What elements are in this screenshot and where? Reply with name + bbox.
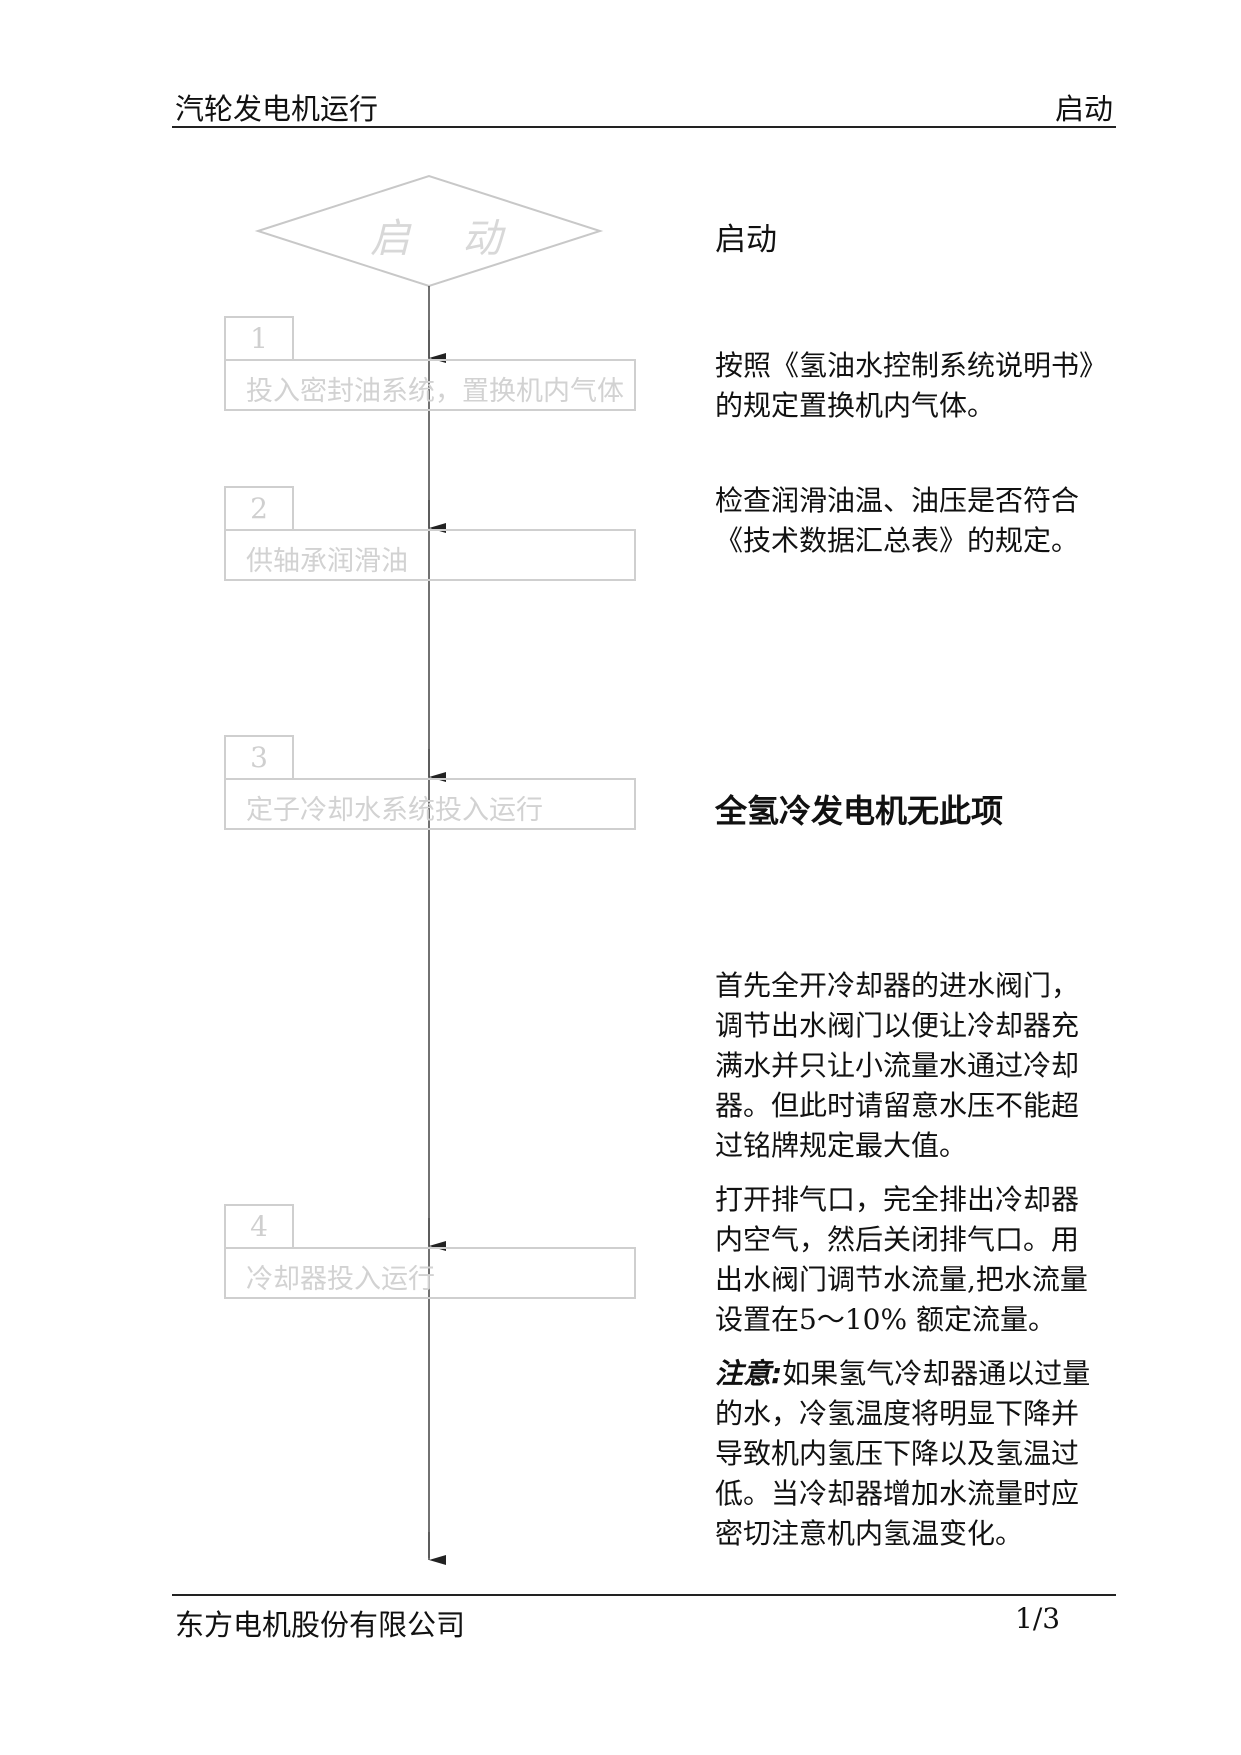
step-2-description: 检查润滑油温、油压是否符合《技术数据汇总表》的规定。 <box>715 484 1080 557</box>
page-number: 1/3 <box>1015 1602 1061 1635</box>
step-2-label: 供轴承润滑油 <box>246 546 408 577</box>
footer-company: 东方电机股份有限公司 <box>175 1608 466 1642</box>
step-4-description-2: 打开排气口，完全排出冷却器内空气，然后关闭排气口。用出水阀门调节水流量,把水流量… <box>715 1183 1088 1336</box>
note-label: 注意: <box>715 1357 783 1390</box>
step-3-label: 定子冷却水系统投入运行 <box>246 795 543 826</box>
header-section: 启动 <box>1055 92 1114 126</box>
step-4-description-1: 首先全开冷却器的进水阀门，调节出水阀门以便让冷却器充满水并只让小流量水通过冷却器… <box>715 969 1080 1162</box>
step-3-box <box>224 778 636 830</box>
note-body: 如果氢气冷却器通以过量的水，冷氢温度将明显下降并导致机内氢压下降以及氢温过低。当… <box>715 1357 1091 1550</box>
step-3-number: 3 <box>250 741 268 774</box>
step-1-number: 1 <box>250 322 268 355</box>
start-label: 启动 <box>370 216 554 262</box>
step-4-box <box>224 1247 636 1299</box>
step-1-description: 按照《氢油水控制系统说明书》的规定置换机内气体。 <box>715 349 1094 422</box>
step-4-number: 4 <box>250 1210 268 1243</box>
description-title: 启动 <box>715 222 777 258</box>
step-2-number: 2 <box>250 492 268 525</box>
step-1-label: 投入密封油系统，置换机内气体 <box>246 376 624 407</box>
footer-rule <box>172 1594 1116 1596</box>
header-rule <box>172 126 1116 128</box>
start-diamond <box>254 174 604 288</box>
step-2-box <box>224 529 636 581</box>
step-1-box <box>224 359 636 411</box>
header-title: 汽轮发电机运行 <box>175 92 379 126</box>
note-paragraph: 注意:如果氢气冷却器通以过量的水，冷氢温度将明显下降并导致机内氢压下降以及氢温过… <box>715 1354 1105 1554</box>
step-3-description: 全氢冷发电机无此项 <box>715 792 1004 830</box>
step-4-label: 冷却器投入运行 <box>246 1264 435 1295</box>
